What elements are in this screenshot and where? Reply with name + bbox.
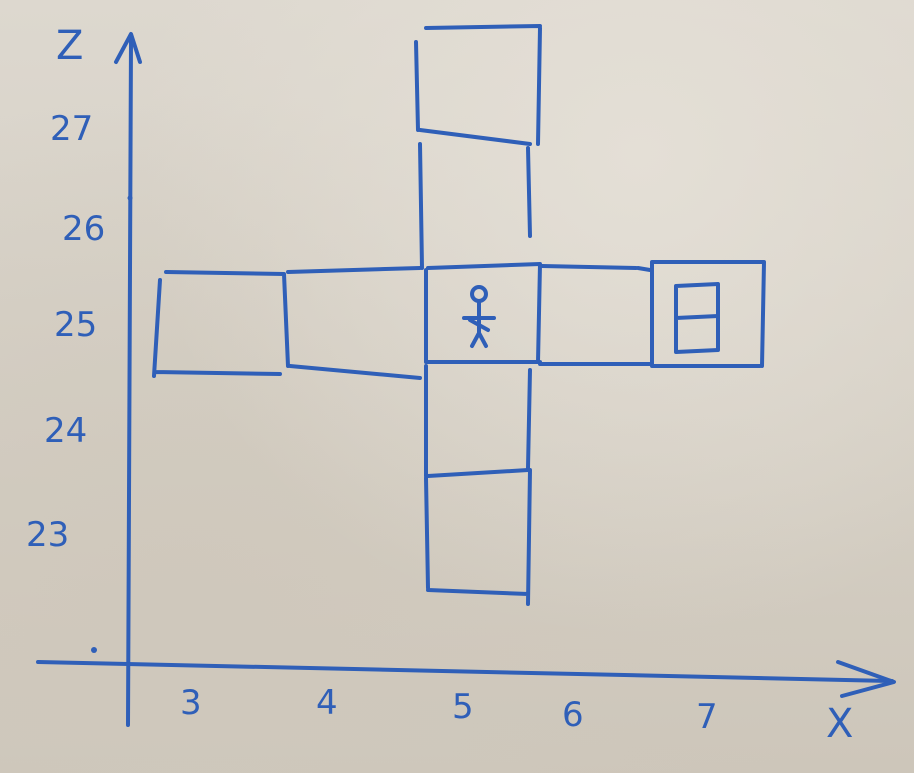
x-axis-arrow [836, 660, 896, 698]
cell-x4-z25 [286, 266, 422, 380]
x-tick-4: 4 [316, 683, 338, 723]
x-axis-title: X [826, 701, 854, 747]
x-tick-3: 3 [180, 683, 202, 723]
x-tick-6: 6 [562, 695, 584, 735]
origin-dot [91, 647, 97, 653]
z-axis-line [126, 38, 133, 727]
cell-x5-z23 [424, 468, 532, 606]
cell-x7-z25-door [650, 260, 766, 368]
x-tick-7: 7 [696, 697, 718, 737]
cell-x5-z24 [424, 364, 532, 478]
cell-x5-z26 [418, 142, 532, 270]
cell-x5-z27-top [414, 24, 542, 146]
cell-x6-z25 [538, 264, 652, 366]
stick-figure-icon [462, 285, 496, 348]
column-cells [414, 24, 542, 606]
z-tick-26: 26 [62, 209, 106, 249]
z-tick-mark [127, 195, 133, 201]
cell-x3-z25 [152, 270, 290, 378]
z-tick-27: 27 [50, 109, 94, 149]
z-tick-24: 24 [44, 411, 88, 451]
z-tick-25: 25 [54, 305, 98, 345]
x-axis-line [36, 660, 894, 683]
door-icon [674, 282, 720, 354]
x-tick-5: 5 [452, 687, 474, 727]
row-cells [152, 260, 766, 380]
z-axis-arrow [114, 32, 142, 64]
cell-x5-z25-player [424, 262, 542, 364]
z-axis-title: Z [56, 23, 84, 69]
z-tick-23: 23 [26, 515, 70, 555]
